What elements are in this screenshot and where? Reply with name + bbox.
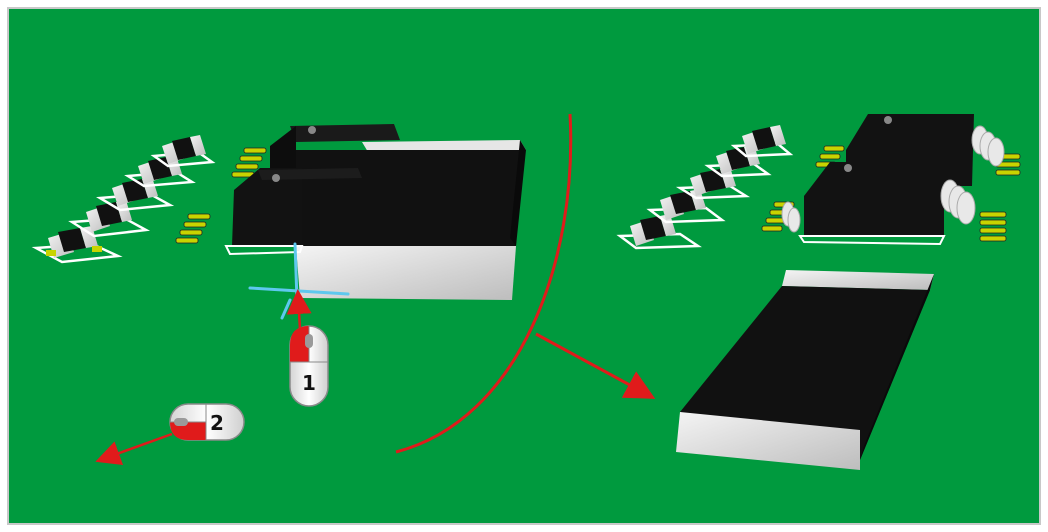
smd-chip bbox=[646, 189, 726, 224]
move-arrow bbox=[286, 289, 312, 331]
mouse-step-label: 2 bbox=[210, 411, 224, 435]
drag-arrow bbox=[95, 432, 173, 465]
arrow-icon bbox=[535, 332, 656, 399]
smd-chip bbox=[150, 135, 216, 168]
ic-pads-left bbox=[175, 147, 267, 244]
smd-component-row-left bbox=[31, 135, 216, 264]
pin1-marker bbox=[884, 116, 892, 124]
smd-chip bbox=[730, 125, 794, 158]
pin1-marker bbox=[272, 174, 280, 182]
pin1-marker bbox=[308, 126, 316, 134]
mouse-step-label: 1 bbox=[302, 371, 316, 395]
large-resistor-selected bbox=[296, 140, 526, 300]
smd-component-row-right bbox=[616, 125, 794, 250]
rotation-curve bbox=[395, 113, 573, 454]
mouse-icon: 2 bbox=[169, 403, 245, 441]
ic-package-front bbox=[781, 162, 976, 246]
large-resistor-rotated bbox=[676, 270, 934, 470]
smd-chip bbox=[675, 167, 751, 200]
pin1-marker bbox=[844, 164, 852, 172]
ic-package-front bbox=[224, 168, 362, 256]
smd-chip bbox=[616, 214, 702, 250]
pcb-board bbox=[7, 7, 1041, 525]
mouse-icon: 1 bbox=[289, 325, 329, 407]
